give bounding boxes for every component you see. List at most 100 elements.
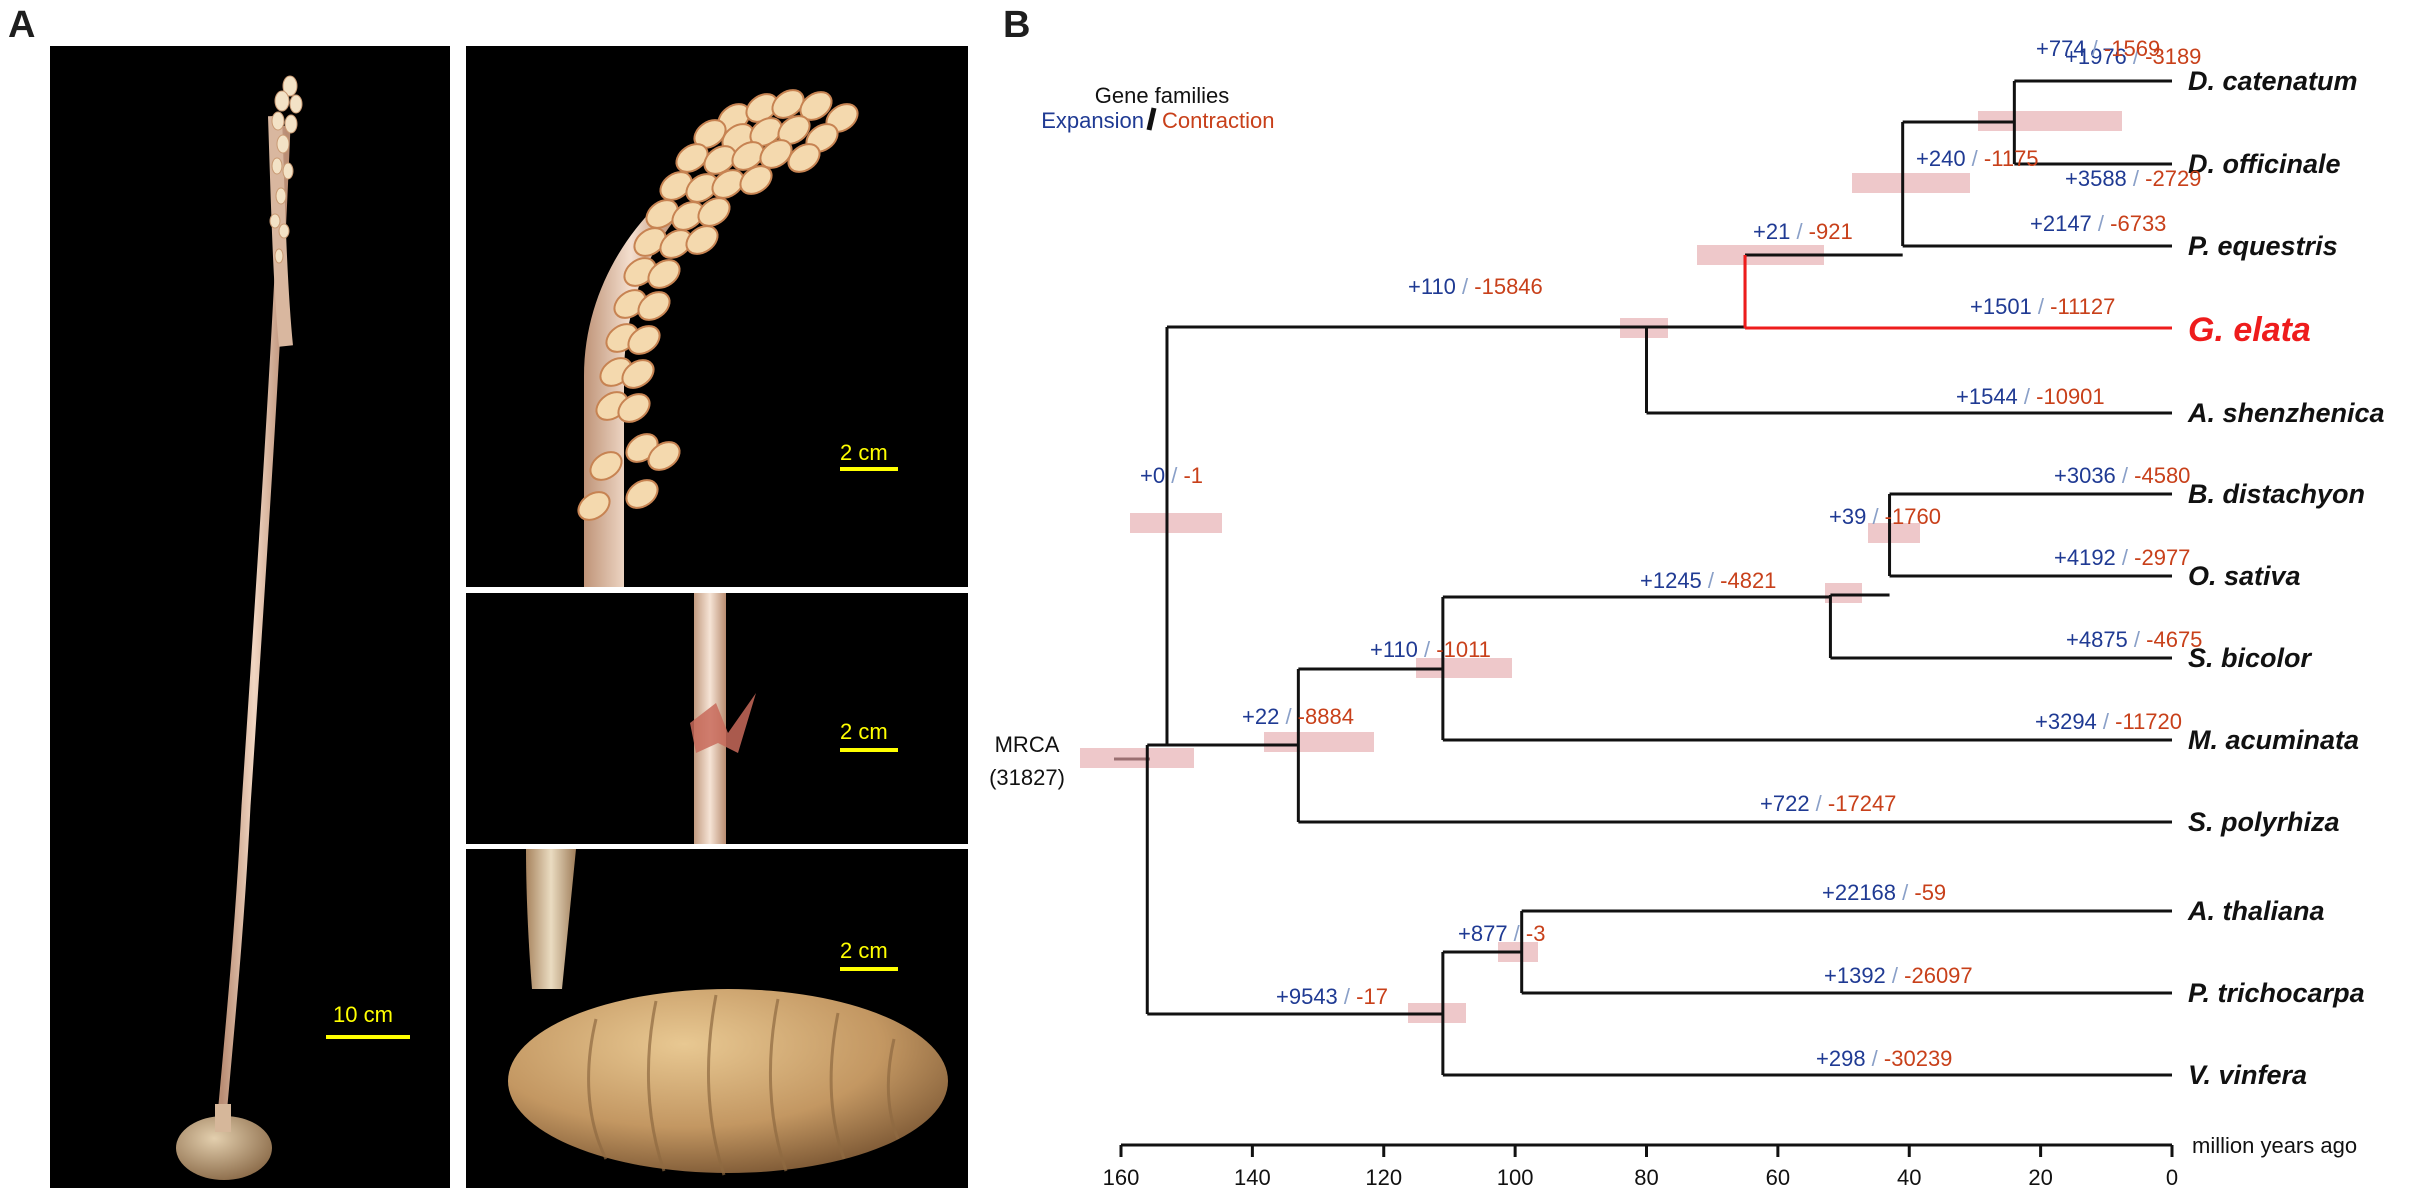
- gene-family-change-n_poa: +1245 / -4821: [1640, 568, 1776, 593]
- floret: [637, 291, 671, 321]
- time-axis-tick-label: 160: [1103, 1165, 1140, 1189]
- floret: [577, 491, 611, 521]
- species-label-ptri: P. trichocarpa: [2188, 978, 2365, 1008]
- gene-family-change-atha: +22168 / -59: [1822, 880, 1946, 905]
- scale-bar-10cm: [326, 1035, 410, 1039]
- species-label-doff: D. officinale: [2188, 149, 2341, 179]
- photo-whole-plant: 10 cm: [50, 46, 450, 1188]
- divergence-ci-box: [1416, 658, 1512, 678]
- species-label-gela: G. elata: [2188, 311, 2311, 349]
- gene-family-change-ashe: +1544 / -10901: [1956, 384, 2105, 409]
- species-label-bdis: B. distachyon: [2188, 479, 2365, 509]
- species-label-osat: O. sativa: [2188, 561, 2301, 591]
- floret: [645, 199, 679, 229]
- photo-tuber: 2 cm: [466, 849, 968, 1188]
- gene-family-change-spol: +722 / -17247: [1760, 791, 1896, 816]
- gene-family-change-n_nonorch: +22 / -8884: [1242, 704, 1354, 729]
- floret: [675, 143, 709, 173]
- floret: [589, 451, 623, 481]
- gene-family-change-gela: +1501 / -11127: [1970, 294, 2115, 319]
- time-axis-tick-label: 120: [1365, 1165, 1402, 1189]
- divergence-ci-box: [1264, 732, 1374, 752]
- floret: [711, 169, 745, 199]
- floret: [617, 393, 651, 423]
- floret: [621, 359, 655, 389]
- floret: [633, 227, 667, 257]
- floret: [759, 139, 793, 169]
- floret: [697, 197, 731, 227]
- divergence-ci-box: [1825, 583, 1862, 603]
- divergence-ci-box: [1852, 173, 1970, 193]
- gene-family-change-n_comm: +110 / -1011: [1370, 637, 1491, 662]
- species-label-vvin: V. vinfera: [2188, 1060, 2307, 1090]
- time-axis-tick-label: 140: [1234, 1165, 1271, 1189]
- species-label-pequ: P. equestris: [2188, 231, 2338, 261]
- root-label: MRCA: [995, 732, 1060, 757]
- time-axis-tick-label: 100: [1497, 1165, 1534, 1189]
- legend-title: Gene families: [1095, 83, 1230, 108]
- gene-family-change-n_eudicot: +9543 / -17: [1276, 984, 1388, 1009]
- divergence-ci-box: [1868, 523, 1920, 543]
- photo-stem-node: 2 cm: [466, 593, 968, 844]
- scale-label-inflorescence: 2 cm: [840, 440, 888, 465]
- whole-plant-illustration: [176, 75, 303, 1180]
- species-label-ashe: A. shenzhenica: [2187, 398, 2385, 428]
- time-axis-tick-label: 80: [1634, 1165, 1658, 1189]
- legend-expansion: Expansion: [1041, 108, 1144, 133]
- floret: [647, 259, 681, 289]
- time-axis-tick-label: 40: [1897, 1165, 1921, 1189]
- time-axis-title: million years ago: [2192, 1133, 2357, 1158]
- gene-family-change-n_rosid: +877 / -3: [1458, 921, 1545, 946]
- gene-family-change-n_bo: +39 / -1760: [1829, 504, 1941, 529]
- gene-family-change-macu: +3294 / -11720: [2035, 709, 2182, 734]
- gene-family-change-osat: +4192 / -2977: [2054, 545, 2190, 570]
- floret: [685, 225, 719, 255]
- panel-a-label: A: [8, 4, 36, 46]
- gene-family-change-n_mono: +0 / -1: [1140, 463, 1203, 488]
- gene-family-change-dcat: +1976 / -3189: [2065, 44, 2201, 69]
- floret: [771, 89, 805, 119]
- panel-b-label: B: [1003, 4, 1031, 46]
- species-label-macu: M. acuminata: [2188, 725, 2359, 755]
- floret: [647, 441, 681, 471]
- legend-divider: [1146, 107, 1157, 131]
- gene-family-change-sbic: +4875 / -4675: [2066, 627, 2202, 652]
- species-label-sbic: S. bicolor: [2188, 643, 2313, 673]
- floret: [703, 145, 737, 175]
- gene-family-change-n_dend: +774 / -1569: [2036, 36, 2160, 61]
- time-axis-tick-label: 0: [2166, 1165, 2178, 1189]
- scale-label-whole-plant: 10 cm: [333, 1002, 393, 1027]
- scale-label-tuber: 2 cm: [840, 938, 888, 963]
- scale-bar-2cm-stem: [840, 748, 898, 752]
- inflorescence-illustration: [577, 89, 859, 587]
- floret: [627, 325, 661, 355]
- tuber-illustration: [508, 849, 948, 1176]
- gene-family-change-pequ: +2147 / -6733: [2030, 211, 2166, 236]
- time-axis-tick-label: 60: [1766, 1165, 1790, 1189]
- floret: [659, 171, 693, 201]
- gene-family-change-n_epid: +240 / -1175: [1916, 146, 2039, 171]
- time-axis-tick-label: 20: [2028, 1165, 2052, 1189]
- floret: [787, 143, 821, 173]
- stem-node-illustration: [690, 593, 756, 844]
- species-label-dcat: D. catenatum: [2188, 66, 2358, 96]
- species-label-atha: A. thaliana: [2187, 896, 2325, 926]
- floret: [625, 479, 659, 509]
- gene-family-change-ptri: +1392 / -26097: [1824, 963, 1973, 988]
- floret: [731, 141, 765, 171]
- root-count: (31827): [989, 765, 1065, 790]
- scale-bar-2cm-tuber: [840, 967, 898, 971]
- gene-family-change-n_orch3: +21 / -921: [1753, 219, 1853, 244]
- gene-family-change-n_orch: +110 / -15846: [1408, 274, 1543, 299]
- gene-family-change-bdis: +3036 / -4580: [2054, 463, 2190, 488]
- gene-family-change-vvin: +298 / -30239: [1816, 1046, 1952, 1071]
- divergence-ci-box: [1130, 513, 1222, 533]
- legend-contraction: Contraction: [1162, 108, 1275, 133]
- photo-inflorescence: 2 cm: [466, 46, 968, 587]
- species-label-spol: S. polyrhiza: [2188, 807, 2340, 837]
- scale-label-stem-node: 2 cm: [840, 719, 888, 744]
- scale-bar-2cm-inflorescence: [840, 467, 898, 471]
- floret: [739, 165, 773, 195]
- gene-family-change-doff: +3588 / -2729: [2065, 166, 2201, 191]
